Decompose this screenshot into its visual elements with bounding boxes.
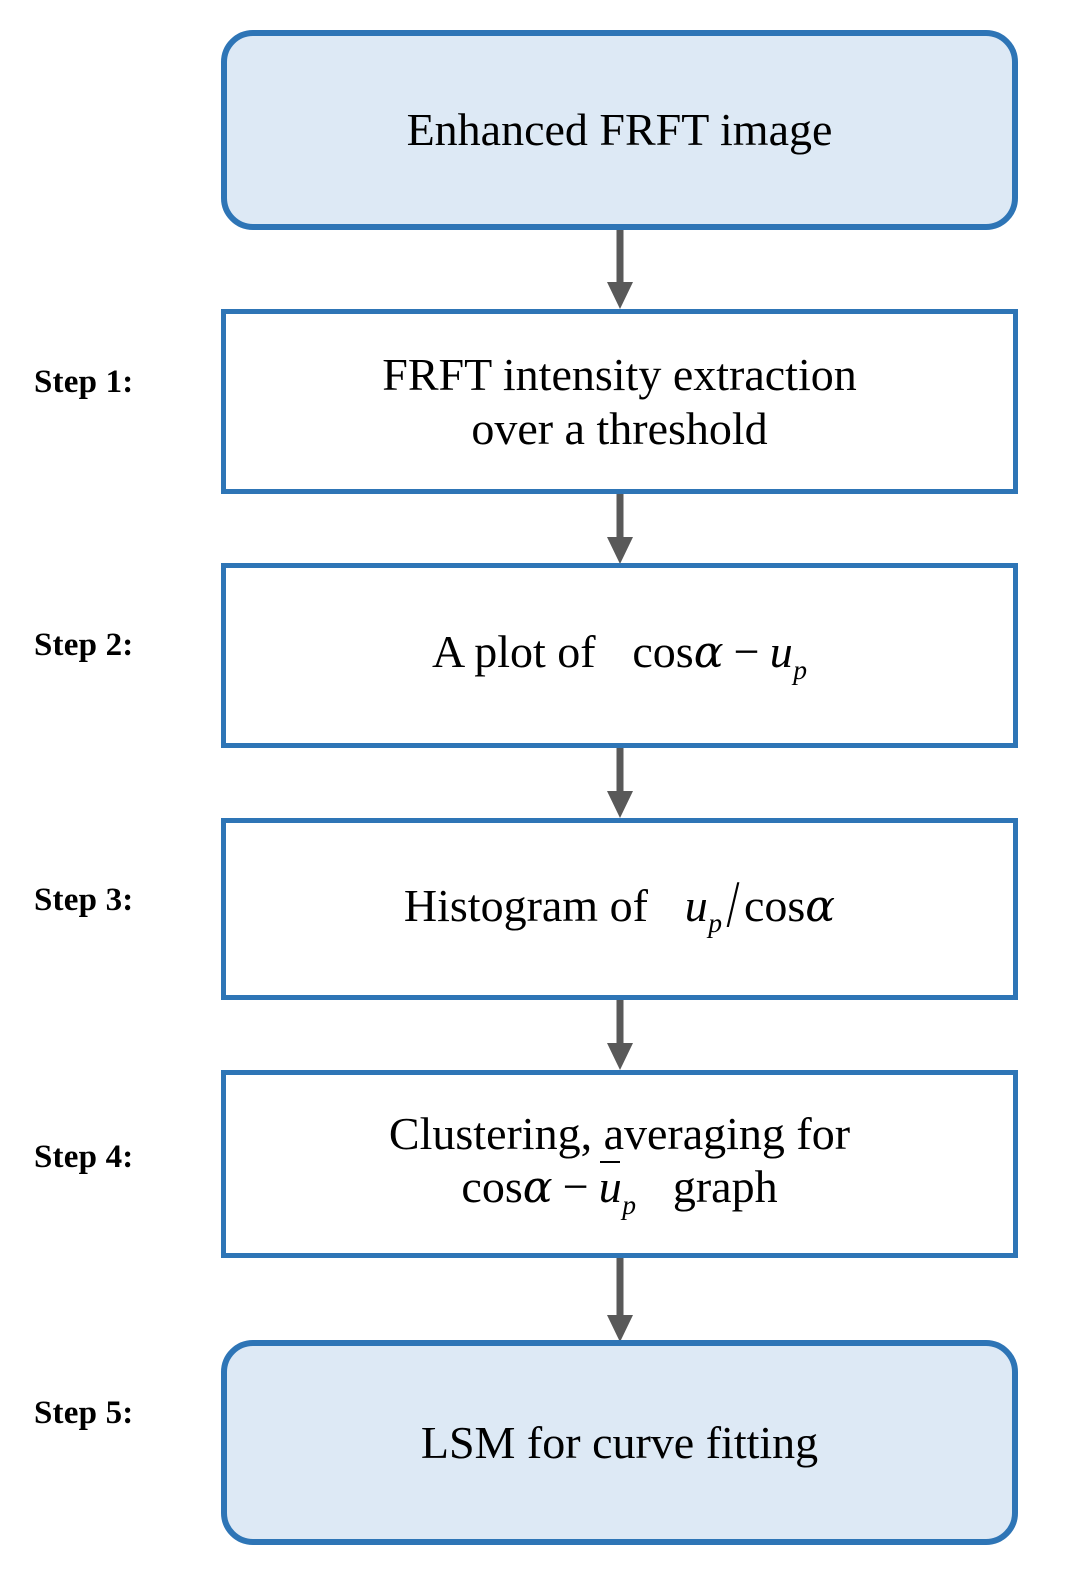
math-u-1: u (769, 626, 793, 678)
math-cos-3: cos (461, 1161, 523, 1213)
node-label-step1: FRFT intensity extraction over a thresho… (226, 348, 1013, 455)
math-graph-word: graph (672, 1161, 778, 1213)
math-alpha-3: α (522, 1162, 553, 1214)
node-label-step2: A plot of cosα−up (226, 625, 1013, 686)
node-step3-prefix: Histogram of (403, 879, 648, 931)
math-sub-p-2: p (708, 907, 722, 939)
arrow-step4-to-step5 (606, 1258, 634, 1342)
step-label-2: Step 2: (34, 627, 134, 663)
node-step4-line2: cosα−up graph (244, 1160, 995, 1221)
math-minus-1: − (733, 626, 760, 678)
step-label-1: Step 1: (34, 364, 134, 400)
node-step4[interactable]: Clustering, averaging for cosα−up graph (221, 1070, 1018, 1258)
math-cos-1: cos (632, 626, 694, 678)
node-label-step3: Histogram of up/cosα (226, 867, 1013, 941)
math-u-bar: u (598, 1161, 622, 1213)
node-step1-line1: FRFT intensity extraction (382, 349, 857, 401)
step-label-5: Step 5: (34, 1395, 134, 1431)
step-label-4: Step 4: (34, 1139, 134, 1175)
arrow-step2-to-step3 (606, 748, 634, 818)
math-cos-2: cos (743, 879, 806, 931)
node-step2[interactable]: A plot of cosα−up (221, 563, 1018, 748)
node-label-start: Enhanced FRFT image (406, 104, 833, 156)
arrow-step3-to-step4 (606, 1000, 634, 1070)
math-minus-2: − (562, 1161, 589, 1213)
node-step5[interactable]: LSM for curve fitting (221, 1340, 1018, 1545)
node-step3[interactable]: Histogram of up/cosα (221, 818, 1018, 1000)
node-label-step5: LSM for curve fitting (420, 1416, 819, 1468)
node-label-step4: Clustering, averaging for cosα−up graph (226, 1107, 1013, 1221)
math-u-2: u (684, 879, 708, 931)
math-sub-p-1: p (793, 653, 807, 685)
node-step2-prefix: A plot of (432, 626, 596, 678)
arrow-start-to-step1 (606, 230, 634, 309)
math-sub-p-3: p (622, 1188, 637, 1220)
node-enhanced-frft-image[interactable]: Enhanced FRFT image (221, 30, 1018, 230)
math-alpha-2: α (805, 880, 836, 932)
math-alpha-1: α (693, 627, 724, 679)
step-label-3: Step 3: (34, 882, 134, 918)
arrow-step1-to-step2 (606, 494, 634, 564)
node-step4-line1: Clustering, averaging for (388, 1108, 851, 1160)
node-step1[interactable]: FRFT intensity extraction over a thresho… (221, 309, 1018, 494)
math-slash: / (726, 866, 740, 941)
node-step1-line2: over a threshold (471, 402, 768, 454)
